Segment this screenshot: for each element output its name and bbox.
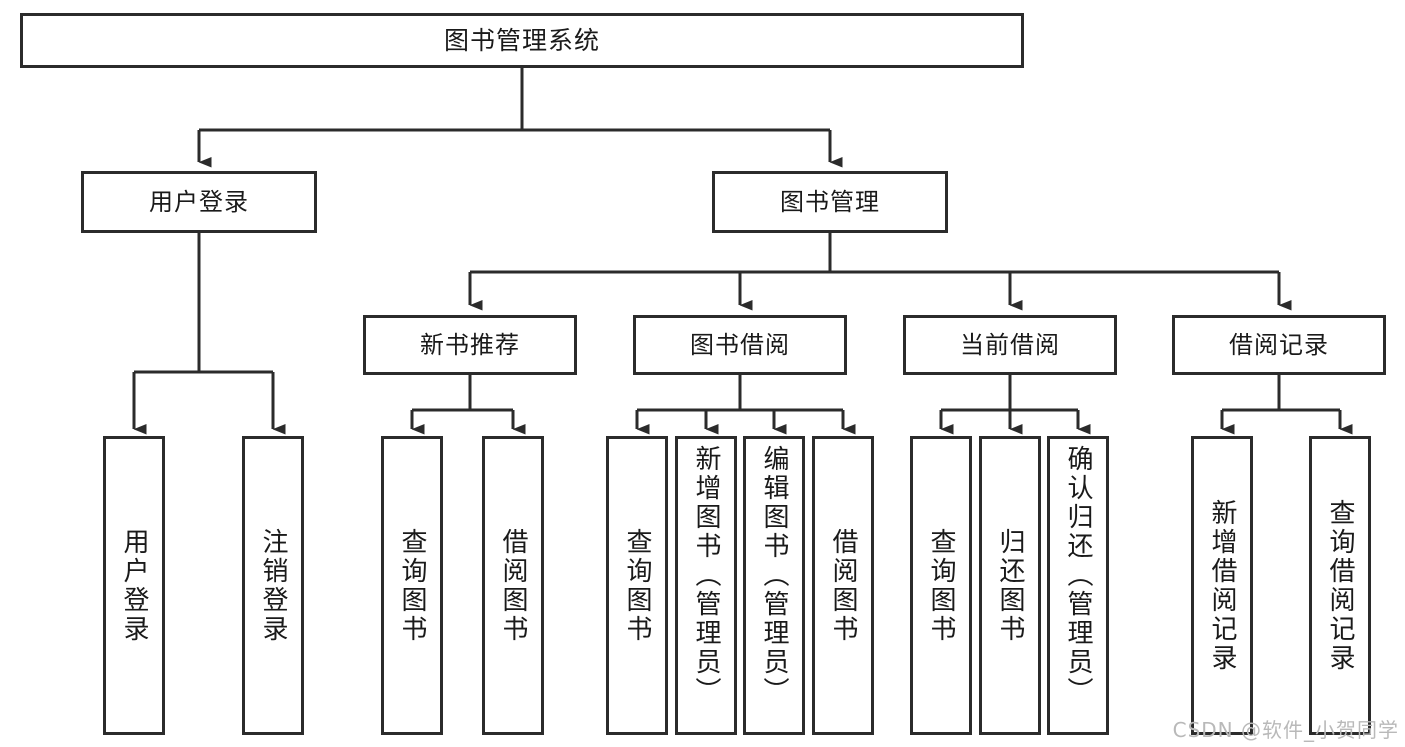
node-leaf-query-book-2-label: 查询图书 [622, 527, 652, 644]
node-leaf-borrow-book-1-label: 借阅图书 [498, 527, 528, 644]
node-current-borrow-label: 当前借阅 [960, 330, 1060, 359]
node-leaf-borrow-book-2[interactable]: 借阅图书 [812, 436, 874, 735]
node-root-label: 图书管理系统 [443, 25, 600, 55]
node-leaf-add-record[interactable]: 新增借阅记录 [1191, 436, 1253, 735]
node-book-manage[interactable]: 图书管理 [712, 171, 948, 233]
node-leaf-confirm-return[interactable]: 确认归还（管理员） [1047, 436, 1109, 735]
node-book-borrow[interactable]: 图书借阅 [633, 315, 847, 375]
node-book-manage-label: 图书管理 [780, 187, 880, 216]
node-borrow-record-label: 借阅记录 [1229, 330, 1329, 359]
node-leaf-query-book-1[interactable]: 查询图书 [381, 436, 443, 735]
node-root[interactable]: 图书管理系统 [20, 13, 1024, 68]
node-user-login[interactable]: 用户登录 [81, 171, 317, 233]
node-leaf-query-book-3[interactable]: 查询图书 [910, 436, 972, 735]
node-leaf-logout[interactable]: 注销登录 [242, 436, 304, 735]
node-leaf-add-book-label: 新增图书（管理员） [691, 445, 721, 706]
node-leaf-add-record-label: 新增借阅记录 [1207, 498, 1237, 673]
node-leaf-logout-label: 注销登录 [258, 527, 288, 644]
node-leaf-user-login[interactable]: 用户登录 [103, 436, 165, 735]
node-leaf-query-book-2[interactable]: 查询图书 [606, 436, 668, 735]
node-leaf-query-record[interactable]: 查询借阅记录 [1309, 436, 1371, 735]
node-leaf-borrow-book-1[interactable]: 借阅图书 [482, 436, 544, 735]
node-leaf-edit-book[interactable]: 编辑图书（管理员） [743, 436, 805, 735]
node-leaf-query-book-3-label: 查询图书 [926, 527, 956, 644]
node-leaf-return-book-label: 归还图书 [995, 527, 1025, 644]
node-borrow-record[interactable]: 借阅记录 [1172, 315, 1386, 375]
node-leaf-query-book-1-label: 查询图书 [397, 527, 427, 644]
node-leaf-edit-book-label: 编辑图书（管理员） [759, 445, 789, 706]
node-leaf-user-login-label: 用户登录 [119, 527, 149, 644]
node-leaf-add-book[interactable]: 新增图书（管理员） [675, 436, 737, 735]
node-leaf-return-book[interactable]: 归还图书 [979, 436, 1041, 735]
node-leaf-query-record-label: 查询借阅记录 [1325, 498, 1355, 673]
node-leaf-borrow-book-2-label: 借阅图书 [828, 527, 858, 644]
node-new-book-rec-label: 新书推荐 [420, 330, 520, 359]
node-current-borrow[interactable]: 当前借阅 [903, 315, 1117, 375]
node-new-book-rec[interactable]: 新书推荐 [363, 315, 577, 375]
node-book-borrow-label: 图书借阅 [690, 330, 790, 359]
node-leaf-confirm-return-label: 确认归还（管理员） [1063, 445, 1093, 706]
node-user-login-label: 用户登录 [149, 187, 249, 216]
